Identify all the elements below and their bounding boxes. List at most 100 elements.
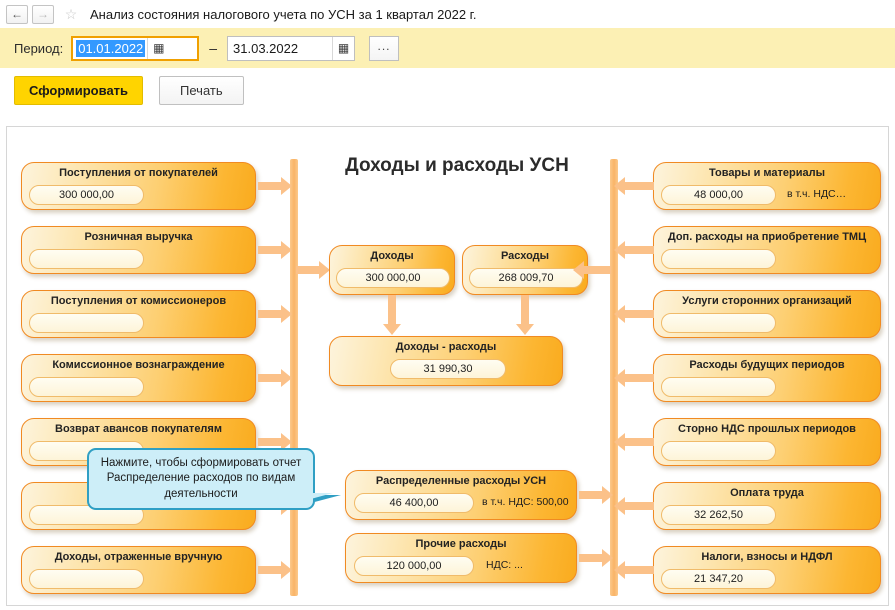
calendar-icon: ▦ xyxy=(337,41,350,55)
arrow-distributed-to-bar xyxy=(579,486,613,504)
date-range-separator: – xyxy=(209,40,218,56)
node-right-2[interactable]: Услуги сторонних организаций xyxy=(653,290,881,338)
node-left-3[interactable]: Комиссионное вознаграждение xyxy=(21,354,256,402)
node-extra: в т.ч. НДС: 500,00 xyxy=(482,496,569,508)
arrow-right-5 xyxy=(614,497,654,515)
node-left-6[interactable]: Доходы, отраженные вручную xyxy=(21,546,256,594)
node-title: Сторно НДС прошлых периодов xyxy=(678,423,856,435)
arrow-income-down xyxy=(383,295,401,335)
back-button[interactable]: ← xyxy=(6,4,28,24)
node-value[interactable] xyxy=(661,441,776,461)
node-title: Услуги сторонних организаций xyxy=(682,295,852,307)
title-bar: ← → ☆ Анализ состояния налогового учета … xyxy=(0,0,895,28)
node-value[interactable]: 46 400,00 xyxy=(354,493,474,513)
node-left-0[interactable]: Поступления от покупателей 300 000,00 xyxy=(21,162,256,210)
arrow-right-4 xyxy=(614,433,654,451)
print-button[interactable]: Печать xyxy=(159,75,244,105)
diagram-title: Доходы и расходы УСН xyxy=(345,155,569,176)
node-right-0[interactable]: Товары и материалы 48 000,00 в т.ч. НДС… xyxy=(653,162,881,210)
date-to-value: 31.03.2022 xyxy=(233,40,299,56)
calendar-icon-to[interactable]: ▦ xyxy=(332,36,354,60)
node-title: Доходы - расходы xyxy=(395,341,497,353)
node-title: Доходы, отраженные вручную xyxy=(54,551,223,563)
page-title: Анализ состояния налогового учета по УСН… xyxy=(90,6,477,22)
node-title: Распределенные расходы УСН xyxy=(375,475,547,487)
node-value[interactable]: 21 347,20 xyxy=(661,569,776,589)
node-title: Доходы xyxy=(370,250,414,262)
arrow-right-6 xyxy=(614,561,654,579)
node-title: Расходы будущих периодов xyxy=(689,359,845,371)
node-distributed-expenses[interactable]: Распределенные расходы УСН 46 400,00 в т… xyxy=(345,470,577,520)
node-title: Комиссионное вознаграждение xyxy=(52,359,225,371)
diagram-canvas: Доходы и расходы УСН Поступления от поку… xyxy=(6,126,889,606)
arrow-right-1 xyxy=(614,241,654,259)
node-value[interactable]: 32 262,50 xyxy=(661,505,776,525)
period-label: Период: xyxy=(14,40,64,56)
tooltip-text: Нажмите, чтобы сформировать отчет Распре… xyxy=(100,456,302,500)
calendar-icon: ▦ xyxy=(153,41,165,55)
node-left-1[interactable]: Розничная выручка xyxy=(21,226,256,274)
node-value[interactable]: 48 000,00 xyxy=(661,185,776,205)
node-value[interactable]: 300 000,00 xyxy=(336,268,450,288)
action-toolbar: Сформировать Печать xyxy=(0,68,895,112)
node-title: Оплата труда xyxy=(730,487,804,499)
node-title: Прочие расходы xyxy=(415,538,507,550)
node-value[interactable] xyxy=(29,249,144,269)
node-value[interactable]: 300 000,00 xyxy=(29,185,144,205)
node-title: Поступления от покупателей xyxy=(59,167,218,179)
node-value[interactable] xyxy=(29,569,144,589)
arrow-left-icon: ← xyxy=(11,7,23,21)
generate-button[interactable]: Сформировать xyxy=(14,75,144,105)
node-title: Расходы xyxy=(500,250,550,262)
node-title: Розничная выручка xyxy=(84,231,193,243)
period-more-button[interactable]: ... xyxy=(369,35,400,61)
node-expense[interactable]: Расходы 268 009,70 xyxy=(462,245,588,295)
arrow-expense-down xyxy=(516,295,534,335)
node-value[interactable] xyxy=(661,249,776,269)
node-other-expenses[interactable]: Прочие расходы 120 000,00 НДС: ... xyxy=(345,533,577,583)
arrow-left-6 xyxy=(258,561,292,579)
node-value[interactable]: 120 000,00 xyxy=(354,556,474,576)
node-right-6[interactable]: Налоги, взносы и НДФЛ 21 347,20 xyxy=(653,546,881,594)
arrow-bar-to-income xyxy=(296,261,330,279)
node-value[interactable] xyxy=(29,505,144,525)
node-value[interactable] xyxy=(661,377,776,397)
star-icon: ☆ xyxy=(64,6,78,22)
node-value[interactable]: 31 990,30 xyxy=(390,359,506,379)
node-value[interactable]: 268 009,70 xyxy=(469,268,583,288)
node-value[interactable] xyxy=(661,313,776,333)
node-right-1[interactable]: Доп. расходы на приобретение ТМЦ xyxy=(653,226,881,274)
arrow-left-4 xyxy=(258,433,292,451)
node-left-2[interactable]: Поступления от комиссионеров xyxy=(21,290,256,338)
arrow-right-0 xyxy=(614,177,654,195)
node-extra: в т.ч. НДС… xyxy=(787,188,847,200)
left-connector-bar xyxy=(290,159,298,596)
arrow-right-3 xyxy=(614,369,654,387)
tooltip-callout: Нажмите, чтобы сформировать отчет Распре… xyxy=(87,448,315,510)
favorite-button[interactable]: ☆ xyxy=(62,5,80,23)
date-to-field[interactable]: 31.03.2022 ▦ xyxy=(227,35,356,61)
node-right-5[interactable]: Оплата труда 32 262,50 xyxy=(653,482,881,530)
node-right-4[interactable]: Сторно НДС прошлых периодов xyxy=(653,418,881,466)
forward-button[interactable]: → xyxy=(32,4,54,24)
node-value[interactable] xyxy=(29,313,144,333)
node-extra: НДС: ... xyxy=(486,559,523,571)
date-from-value: 01.01.2022 xyxy=(76,39,146,57)
node-title: Поступления от комиссионеров xyxy=(50,295,227,307)
node-right-3[interactable]: Расходы будущих периодов xyxy=(653,354,881,402)
arrow-bar-to-expense xyxy=(573,261,611,279)
arrow-left-2 xyxy=(258,305,292,323)
node-title: Доп. расходы на приобретение ТМЦ xyxy=(667,231,867,243)
arrow-right-2 xyxy=(614,305,654,323)
node-income[interactable]: Доходы 300 000,00 xyxy=(329,245,455,295)
node-value[interactable] xyxy=(29,377,144,397)
node-profit[interactable]: Доходы - расходы 31 990,30 xyxy=(329,336,563,386)
node-title: Товары и материалы xyxy=(708,167,826,179)
calendar-icon-from[interactable]: ▦ xyxy=(147,37,169,59)
arrow-right-icon: → xyxy=(37,7,49,21)
arrow-left-0 xyxy=(258,177,292,195)
arrow-other-to-bar xyxy=(579,549,613,567)
date-from-field[interactable]: 01.01.2022 ▦ xyxy=(71,35,200,61)
arrow-left-1 xyxy=(258,241,292,259)
node-title: Возврат авансов покупателям xyxy=(55,423,222,435)
